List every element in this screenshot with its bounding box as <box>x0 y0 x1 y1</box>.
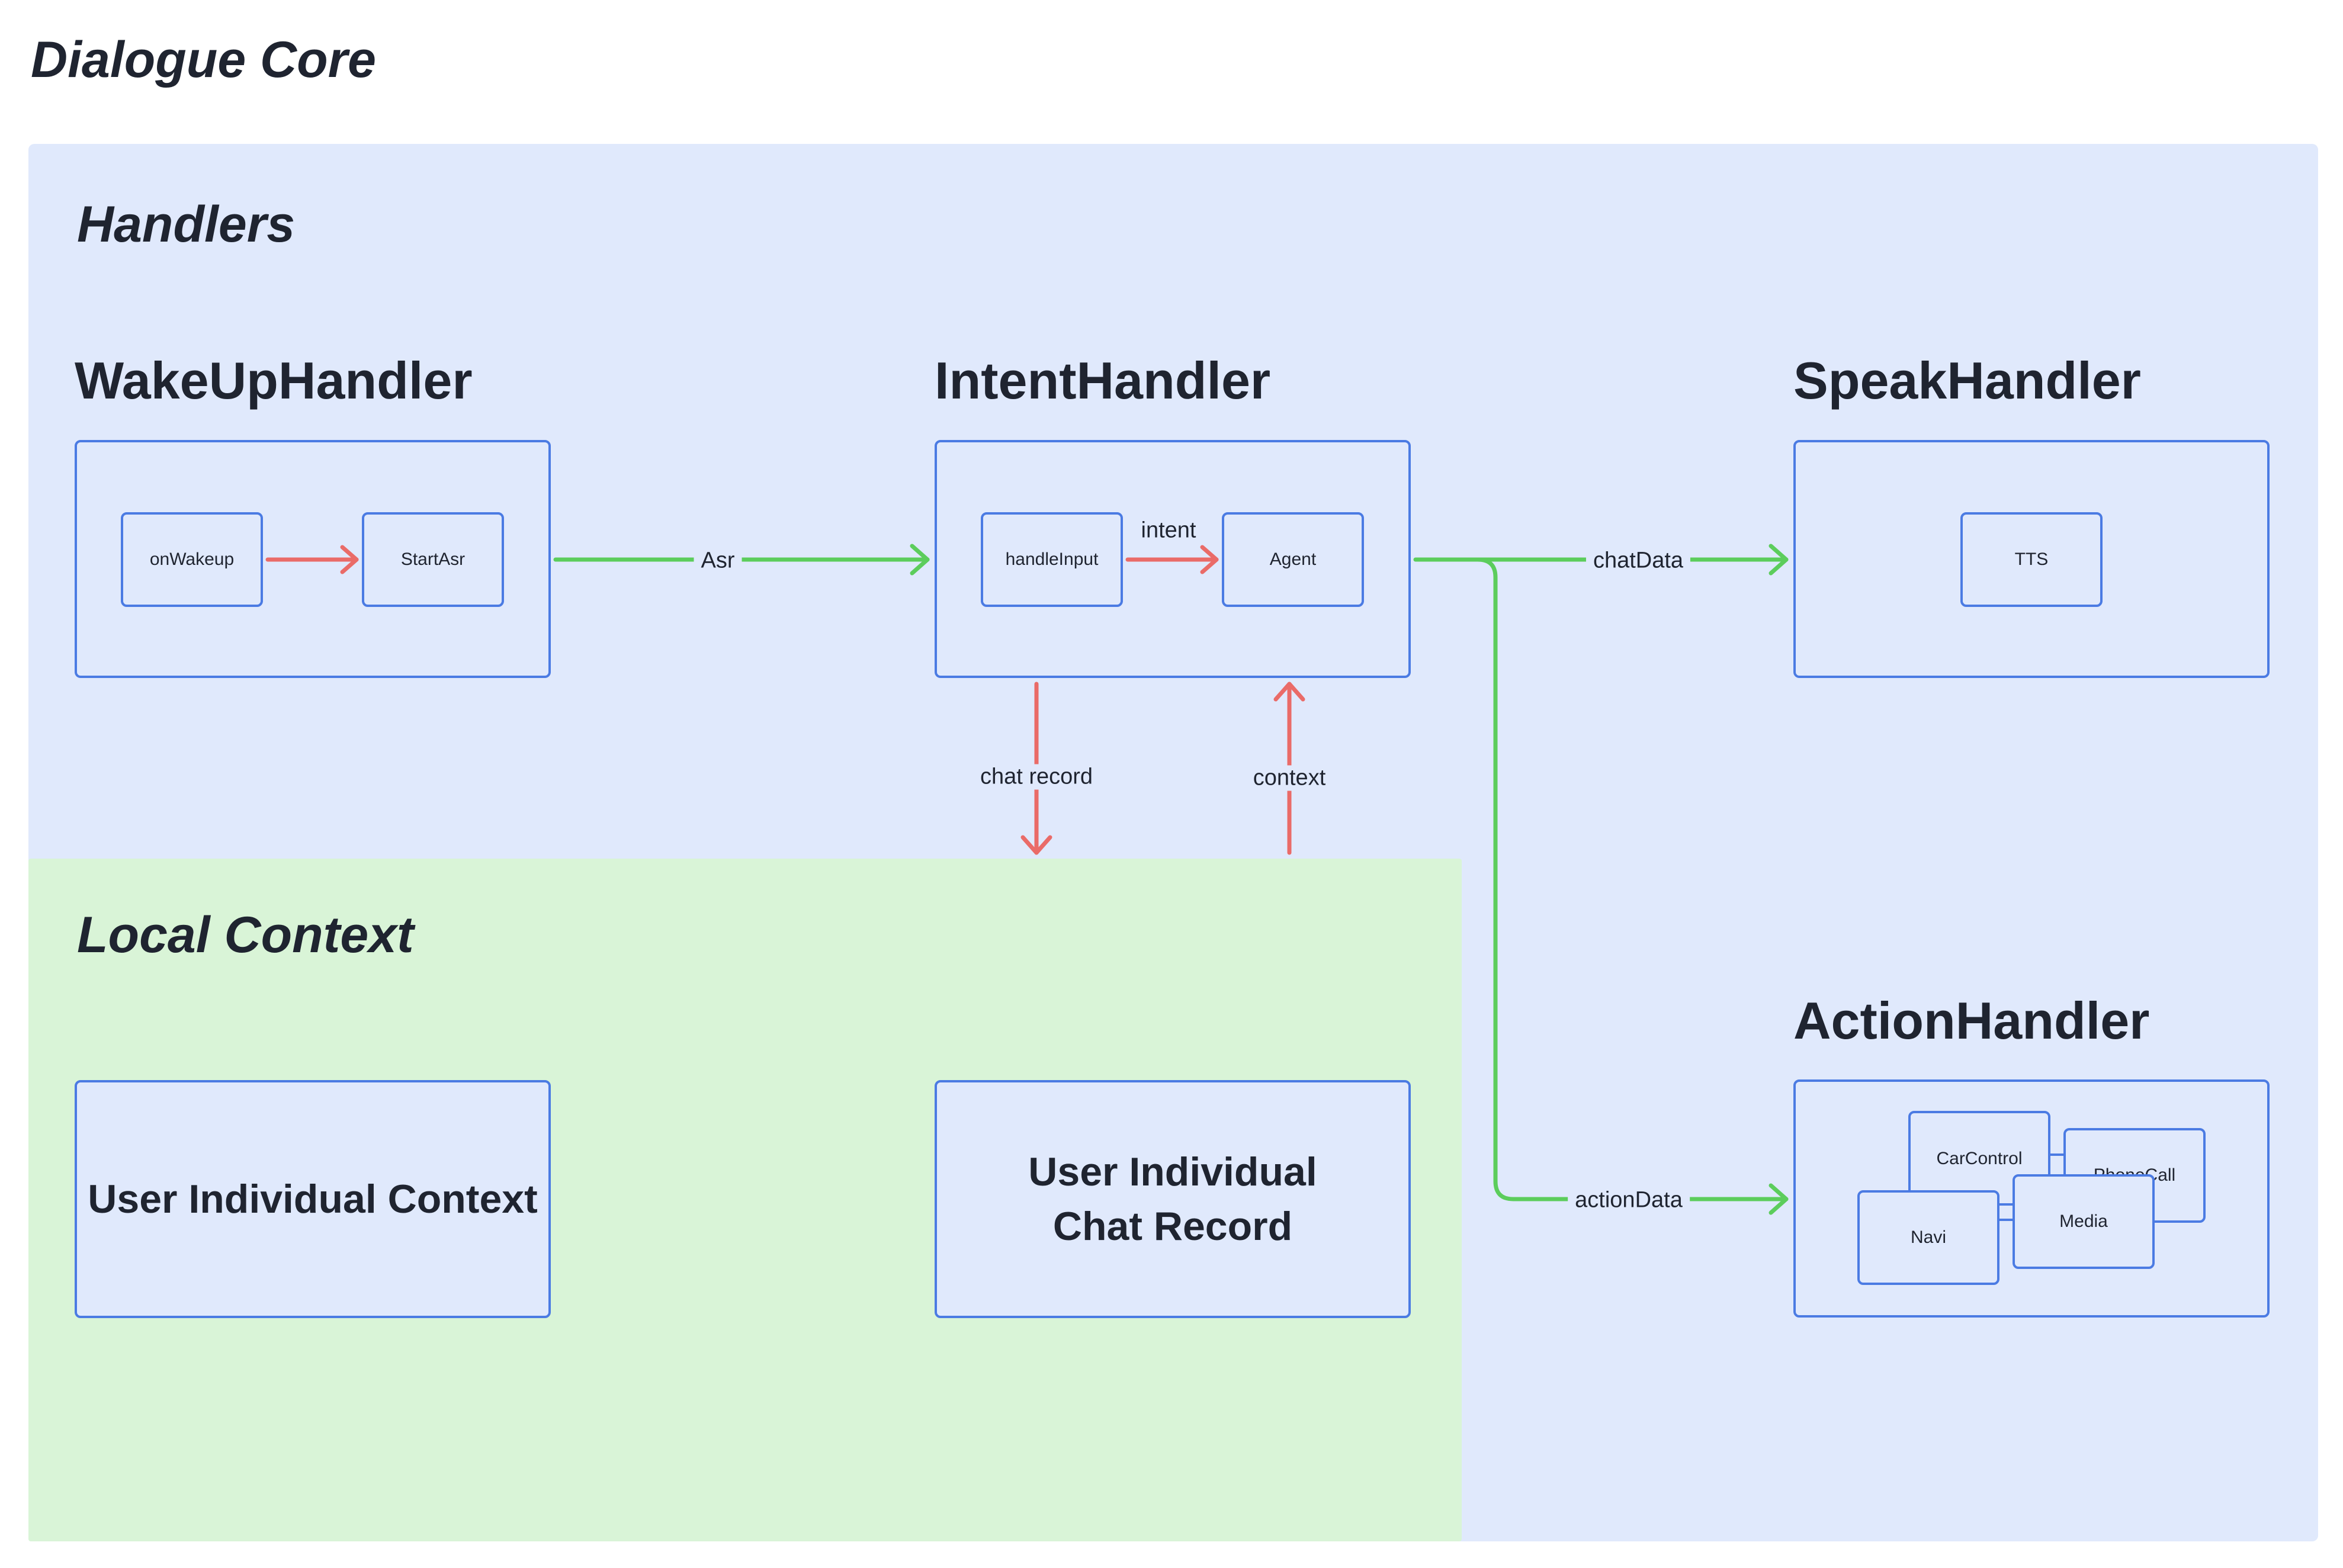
chat-record-arrowhead <box>1020 835 1052 855</box>
asr-label: Asr <box>694 548 742 574</box>
user-context-box[interactable]: User Individual Context <box>75 1080 551 1318</box>
user-context-label: User Individual Context <box>88 1177 538 1222</box>
actiondata-label: actionData <box>1568 1187 1690 1213</box>
actiondata-arrow <box>1475 557 1789 1201</box>
wakeup-handler-title: WakeUpHandler <box>75 351 473 410</box>
context-arrowhead <box>1273 682 1305 702</box>
asr-arrowhead <box>910 544 930 576</box>
chatdata-label: chatData <box>1585 548 1691 574</box>
intent-internal-arrowhead <box>1200 545 1219 574</box>
intent-label: intent <box>1141 518 1196 543</box>
navi-node[interactable]: Navi <box>1857 1190 1999 1285</box>
onwakeup-node[interactable]: onWakeup <box>121 512 263 607</box>
context-edge-label: context <box>1246 765 1333 791</box>
tts-node[interactable]: TTS <box>1960 512 2103 607</box>
chatdata-arrowhead <box>1769 544 1789 576</box>
chat-record-box[interactable]: User Individual Chat Record <box>935 1080 1411 1318</box>
action-handler-title: ActionHandler <box>1793 991 2150 1050</box>
intent-handler-title: IntentHandler <box>935 351 1271 410</box>
actiondata-arrowhead <box>1769 1183 1789 1215</box>
handleinput-node[interactable]: handleInput <box>981 512 1123 607</box>
diagram-title: Dialogue Core <box>31 31 376 88</box>
media-node[interactable]: Media <box>2013 1174 2155 1269</box>
handlers-region-label: Handlers <box>77 196 296 253</box>
chat-record-edge-label: chat record <box>972 764 1100 790</box>
local-context-region-label: Local Context <box>77 907 414 963</box>
agent-node[interactable]: Agent <box>1222 512 1364 607</box>
chat-record-label: User Individual Chat Record <box>1028 1149 1317 1249</box>
wakeup-internal-arrowhead <box>340 545 359 574</box>
startasr-node[interactable]: StartAsr <box>362 512 504 607</box>
speak-handler-title: SpeakHandler <box>1793 351 2141 410</box>
